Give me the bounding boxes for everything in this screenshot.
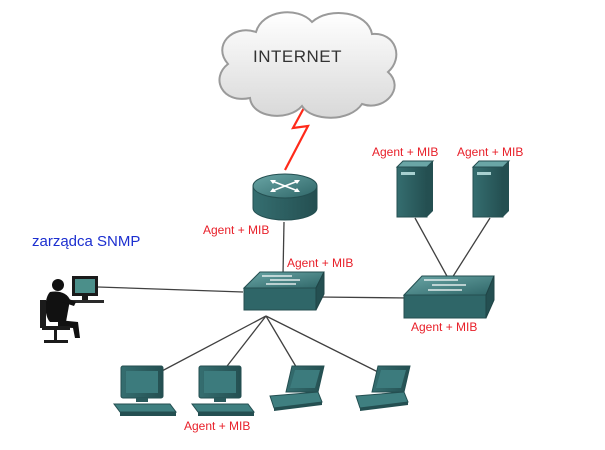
desktop-pc-icon-1 <box>113 365 177 416</box>
internet-label: INTERNET <box>253 47 342 66</box>
router-agent-label: Agent + MIB <box>203 223 270 237</box>
desktop-pc-icon-2 <box>191 365 255 416</box>
link-switch-switch <box>317 296 411 299</box>
switch-main-agent-label: Agent + MIB <box>287 256 354 270</box>
laptop-icon-1 <box>269 365 325 411</box>
switch-right-agent-label: Agent + MIB <box>411 320 478 334</box>
switch-icon-main <box>242 271 325 311</box>
link-server-right <box>451 217 491 279</box>
link-server-left <box>414 217 449 279</box>
server-left-agent-label: Agent + MIB <box>372 145 439 159</box>
network-links <box>97 217 491 373</box>
link-router-switch <box>282 221 285 276</box>
link-desktop-2 <box>223 315 267 371</box>
link-laptop-2 <box>265 315 379 373</box>
snmp-manager-label: zarządca SNMP <box>32 233 141 250</box>
operator-workstation-icon <box>40 276 104 343</box>
router-icon <box>252 173 318 221</box>
pc-agent-label: Agent + MIB <box>184 419 251 433</box>
server-icon-left <box>395 160 435 218</box>
link-manager-switch <box>97 286 244 293</box>
link-desktop-1 <box>159 315 267 373</box>
internet-cloud-icon <box>218 11 398 119</box>
server-right-agent-label: Agent + MIB <box>457 145 524 159</box>
serial-link-internet-router <box>284 94 312 171</box>
switch-icon-right <box>402 275 495 319</box>
link-laptop-1 <box>265 315 299 371</box>
server-icon-right <box>471 160 511 218</box>
laptop-icon-2 <box>355 365 411 411</box>
